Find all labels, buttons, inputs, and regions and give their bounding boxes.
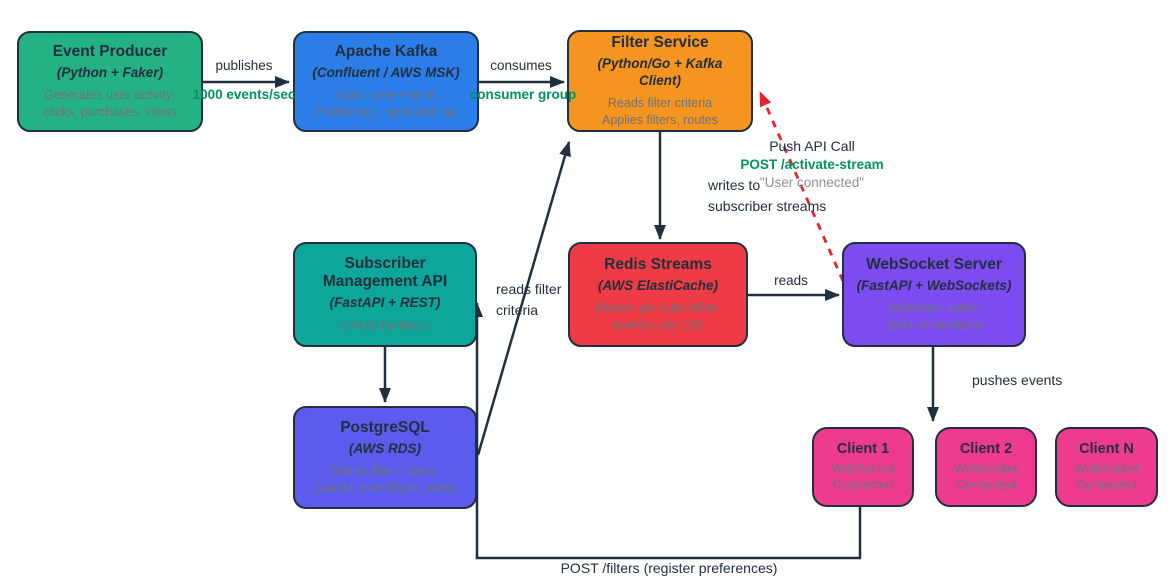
node-client-2: Client 2 WebSocket Connected (935, 427, 1037, 507)
node-description: WebSocket Connected (954, 461, 1018, 493)
node-title: Subscriber Management API (322, 254, 448, 291)
node-apache-kafka: Apache Kafka (Confluent / AWS MSK) Topic… (293, 31, 479, 132)
node-event-producer: Event Producer (Python + Faker) Generate… (17, 31, 203, 132)
edge-label-post-filters: POST /filters (register preferences) (560, 560, 778, 576)
node-client-n: Client N WebSocket Connected (1055, 427, 1158, 507)
user-connected-line: "User connected" (759, 175, 865, 190)
edge-label-consumer-group: consumer group (469, 87, 577, 102)
node-subtitle: (Python/Go + Kafka Client) (597, 55, 723, 88)
node-title: Client 2 (959, 440, 1013, 457)
edge-reads-filter-arrow (476, 141, 571, 456)
node-subtitle: (FastAPI + REST) (329, 295, 441, 311)
node-description: Topic: user-events Partitioned, replicat… (315, 88, 457, 119)
node-description: Stream per subscriber: events:user:123 (594, 301, 722, 332)
edge-label-consumes: consumes (490, 58, 552, 73)
node-description: CRUD for filters (341, 318, 429, 333)
node-title: Event Producer (52, 43, 168, 61)
node-subtitle: (AWS RDS) (349, 440, 421, 456)
edge-post-filters-arrow (471, 302, 862, 560)
node-title: Filter Service (611, 34, 709, 52)
node-subtitle: (FastAPI + WebSockets) (856, 277, 1012, 293)
node-redis-streams: Redis Streams (AWS ElastiCache) Stream p… (568, 242, 748, 347)
node-title: Client N (1079, 440, 1134, 457)
push-api-call-line: Push API Call (769, 138, 855, 154)
node-description: Stores filter criteria: {userId, eventTy… (314, 464, 456, 495)
node-description: Maintains active client connections (884, 301, 984, 332)
node-title: Client 1 (836, 440, 890, 457)
node-title: WebSocket Server (866, 256, 1002, 274)
edge-label-push-api-call: Push API Call POST /activate-stream "Use… (740, 137, 883, 193)
edge-push-api-dashed-arrow (758, 91, 845, 282)
edge-label-publishes-rate: 1000 events/sec (192, 87, 296, 102)
node-subscriber-management-api: Subscriber Management API (FastAPI + RES… (293, 242, 477, 347)
node-websocket-server: WebSocket Server (FastAPI + WebSockets) … (842, 242, 1026, 347)
node-postgresql: PostgreSQL (AWS RDS) Stores filter crite… (293, 406, 477, 509)
node-description: Generates user activity: clicks, purchas… (43, 88, 177, 119)
edge-label-reads-filter-criteria: reads filter criteria (496, 281, 562, 318)
post-activate-stream-line: POST /activate-stream (740, 156, 884, 172)
edge-label-pushes-events: pushes events (972, 372, 1063, 388)
edge-label-writes-to: writes to subscriber streams (708, 177, 827, 214)
node-subtitle: (Python + Faker) (56, 64, 164, 80)
node-description: Reads filter criteria Applies filters, r… (601, 96, 719, 127)
node-subtitle: (AWS ElastiCache) (597, 277, 719, 293)
node-description: WebSocket Connected (1074, 461, 1139, 493)
node-subtitle: (Confluent / AWS MSK) (312, 64, 460, 80)
node-filter-service: Filter Service (Python/Go + Kafka Client… (567, 30, 753, 132)
edge-label-reads: reads (774, 273, 808, 288)
node-client-1: Client 1 WebSocket Connected (812, 427, 914, 507)
node-title: PostgreSQL (340, 419, 430, 437)
edge-label-publishes: publishes (215, 58, 273, 73)
node-title: Redis Streams (604, 256, 712, 274)
node-title: Apache Kafka (334, 43, 438, 61)
node-description: WebSocket Connected (831, 461, 895, 493)
